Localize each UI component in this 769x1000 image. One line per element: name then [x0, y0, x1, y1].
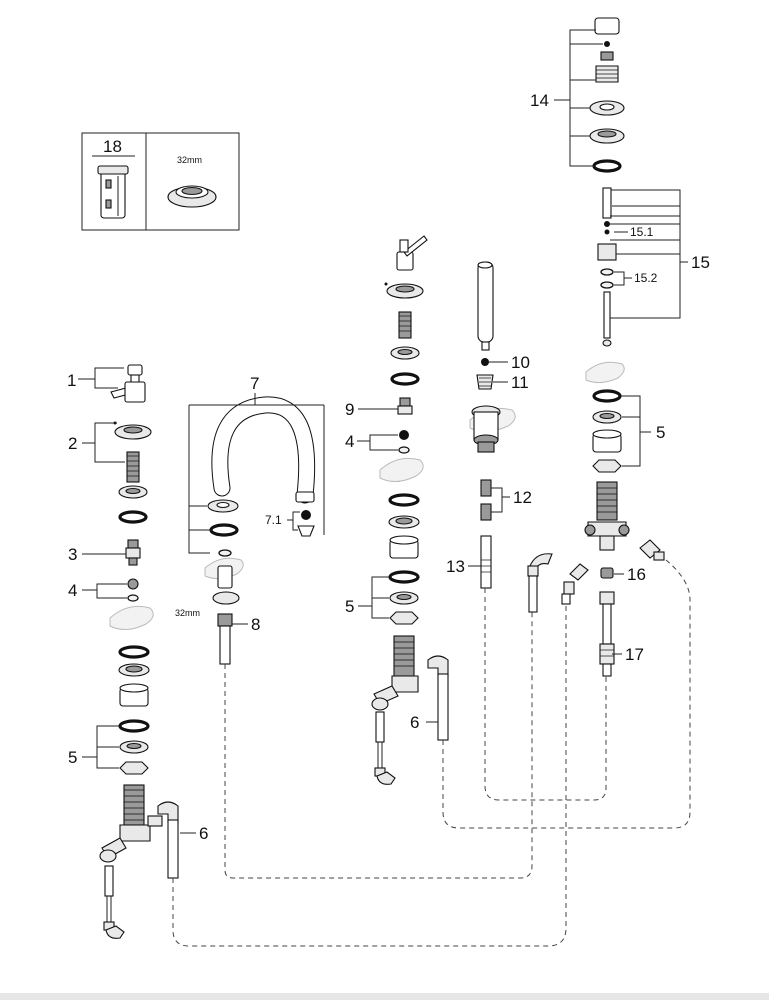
hand-icons: [109, 361, 625, 630]
label-15: 15: [691, 253, 710, 272]
hand-shower-assembly: [471, 261, 501, 589]
label-2: 2: [68, 434, 77, 453]
label-14: 14: [530, 91, 549, 110]
label-12: 12: [513, 488, 532, 507]
label-17: 17: [625, 645, 644, 664]
footer-bar: [0, 993, 769, 1000]
label-4-left: 4: [68, 581, 77, 600]
label-8: 8: [251, 615, 260, 634]
label-13: 13: [446, 557, 465, 576]
label-6-mid: 6: [410, 713, 419, 732]
inset-size: 32mm: [177, 155, 202, 165]
label-3: 3: [68, 545, 77, 564]
middle-handle-assembly: [371, 235, 449, 785]
hose-routes: [172, 559, 691, 947]
label-5-right: 5: [656, 423, 665, 442]
left-handle-assembly: [99, 364, 179, 939]
label-15-1: 15.1: [630, 225, 654, 239]
inset-box-18: 18 32mm: [81, 132, 240, 231]
label-10: 10: [511, 353, 530, 372]
label-5-mid: 5: [345, 597, 354, 616]
label-9: 9: [345, 400, 354, 419]
spout-assembly: [207, 396, 316, 665]
label-7-1: 7.1: [265, 513, 282, 527]
leader-lines: [78, 29, 688, 834]
label-15-2: 15.2: [634, 271, 658, 285]
label-4-mid: 4: [345, 432, 354, 451]
label-1: 1: [67, 371, 76, 390]
label-16: 16: [627, 565, 646, 584]
label-8-size: 32mm: [175, 608, 200, 618]
inset-number: 18: [103, 137, 122, 156]
part-labels: 1 2 3 4 5 6 7 7.1 8 32mm 9 4 5 6 10 11 1…: [67, 91, 710, 843]
right-diverter-assembly: [527, 17, 665, 677]
label-5-left: 5: [68, 748, 77, 767]
label-11: 11: [511, 373, 529, 392]
label-7: 7: [250, 374, 259, 393]
mounting-tool-icon: [97, 165, 129, 219]
ring-nut-icon: [167, 185, 217, 208]
label-6-left: 6: [199, 824, 208, 843]
